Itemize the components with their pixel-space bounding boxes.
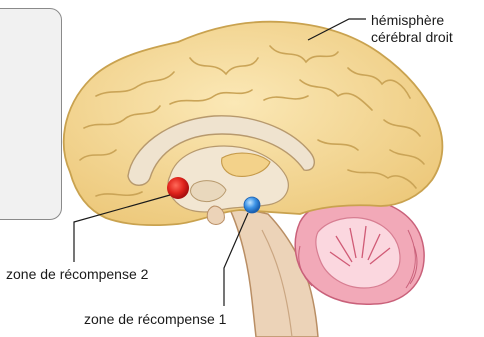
reward-zone-2-marker	[167, 177, 189, 199]
reward-zone-1-marker	[244, 197, 260, 213]
cerebellum	[295, 198, 424, 304]
hemisphere-label-line2: cérébral droit	[371, 29, 453, 46]
hemisphere-label: hémisphère cérébral droit	[371, 12, 453, 46]
reward-zone-1-label: zone de récompense 1	[84, 311, 226, 328]
reward-zone-2-label: zone de récompense 2	[6, 266, 148, 283]
hemisphere-label-line1: hémisphère	[371, 12, 453, 29]
